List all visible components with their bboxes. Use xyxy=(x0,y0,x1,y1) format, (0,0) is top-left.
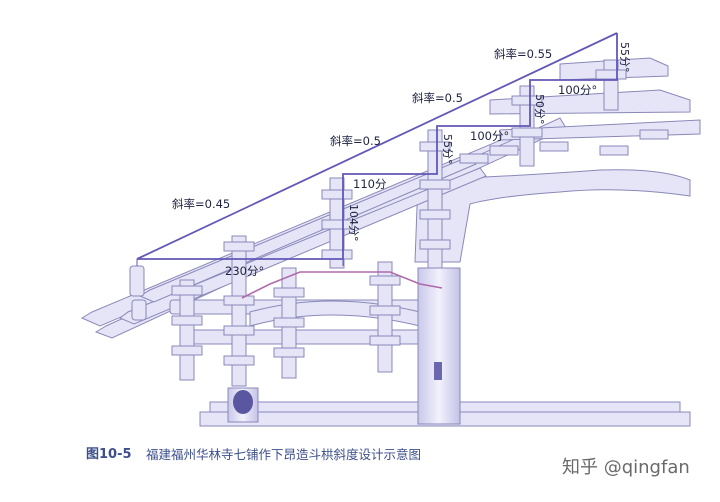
dim-104: 104分° xyxy=(347,204,360,242)
slope-label-3: 斜率=0.5 xyxy=(412,91,463,105)
figure-number: 图10-5 xyxy=(86,447,132,462)
slope-label-2: 斜率=0.5 xyxy=(330,134,381,148)
dim-50: 50分° xyxy=(533,94,546,125)
slope-label-1: 斜率=0.45 xyxy=(172,197,230,211)
slope-lines xyxy=(136,32,618,260)
dim-230: 230分° xyxy=(225,264,264,278)
dim-100-upper: 100分° xyxy=(558,83,597,97)
slope-label-4: 斜率=0.55 xyxy=(494,47,552,61)
dim-55-upper: 55分° xyxy=(618,42,631,73)
dim-100-lower: 100分° xyxy=(470,129,509,143)
timber-structure xyxy=(80,57,701,427)
bracket-outline-accent xyxy=(241,271,443,299)
columns xyxy=(227,267,461,425)
watermark: 知乎 @qingfan xyxy=(562,457,690,478)
dim-55-lower: 55分° xyxy=(441,134,454,165)
dim-110: 110分 xyxy=(353,177,387,191)
slope-lines-guides xyxy=(136,259,344,266)
figure-caption: 福建福州华林寺七铺作下昂造斗栱斜度设计示意图 xyxy=(146,447,422,462)
